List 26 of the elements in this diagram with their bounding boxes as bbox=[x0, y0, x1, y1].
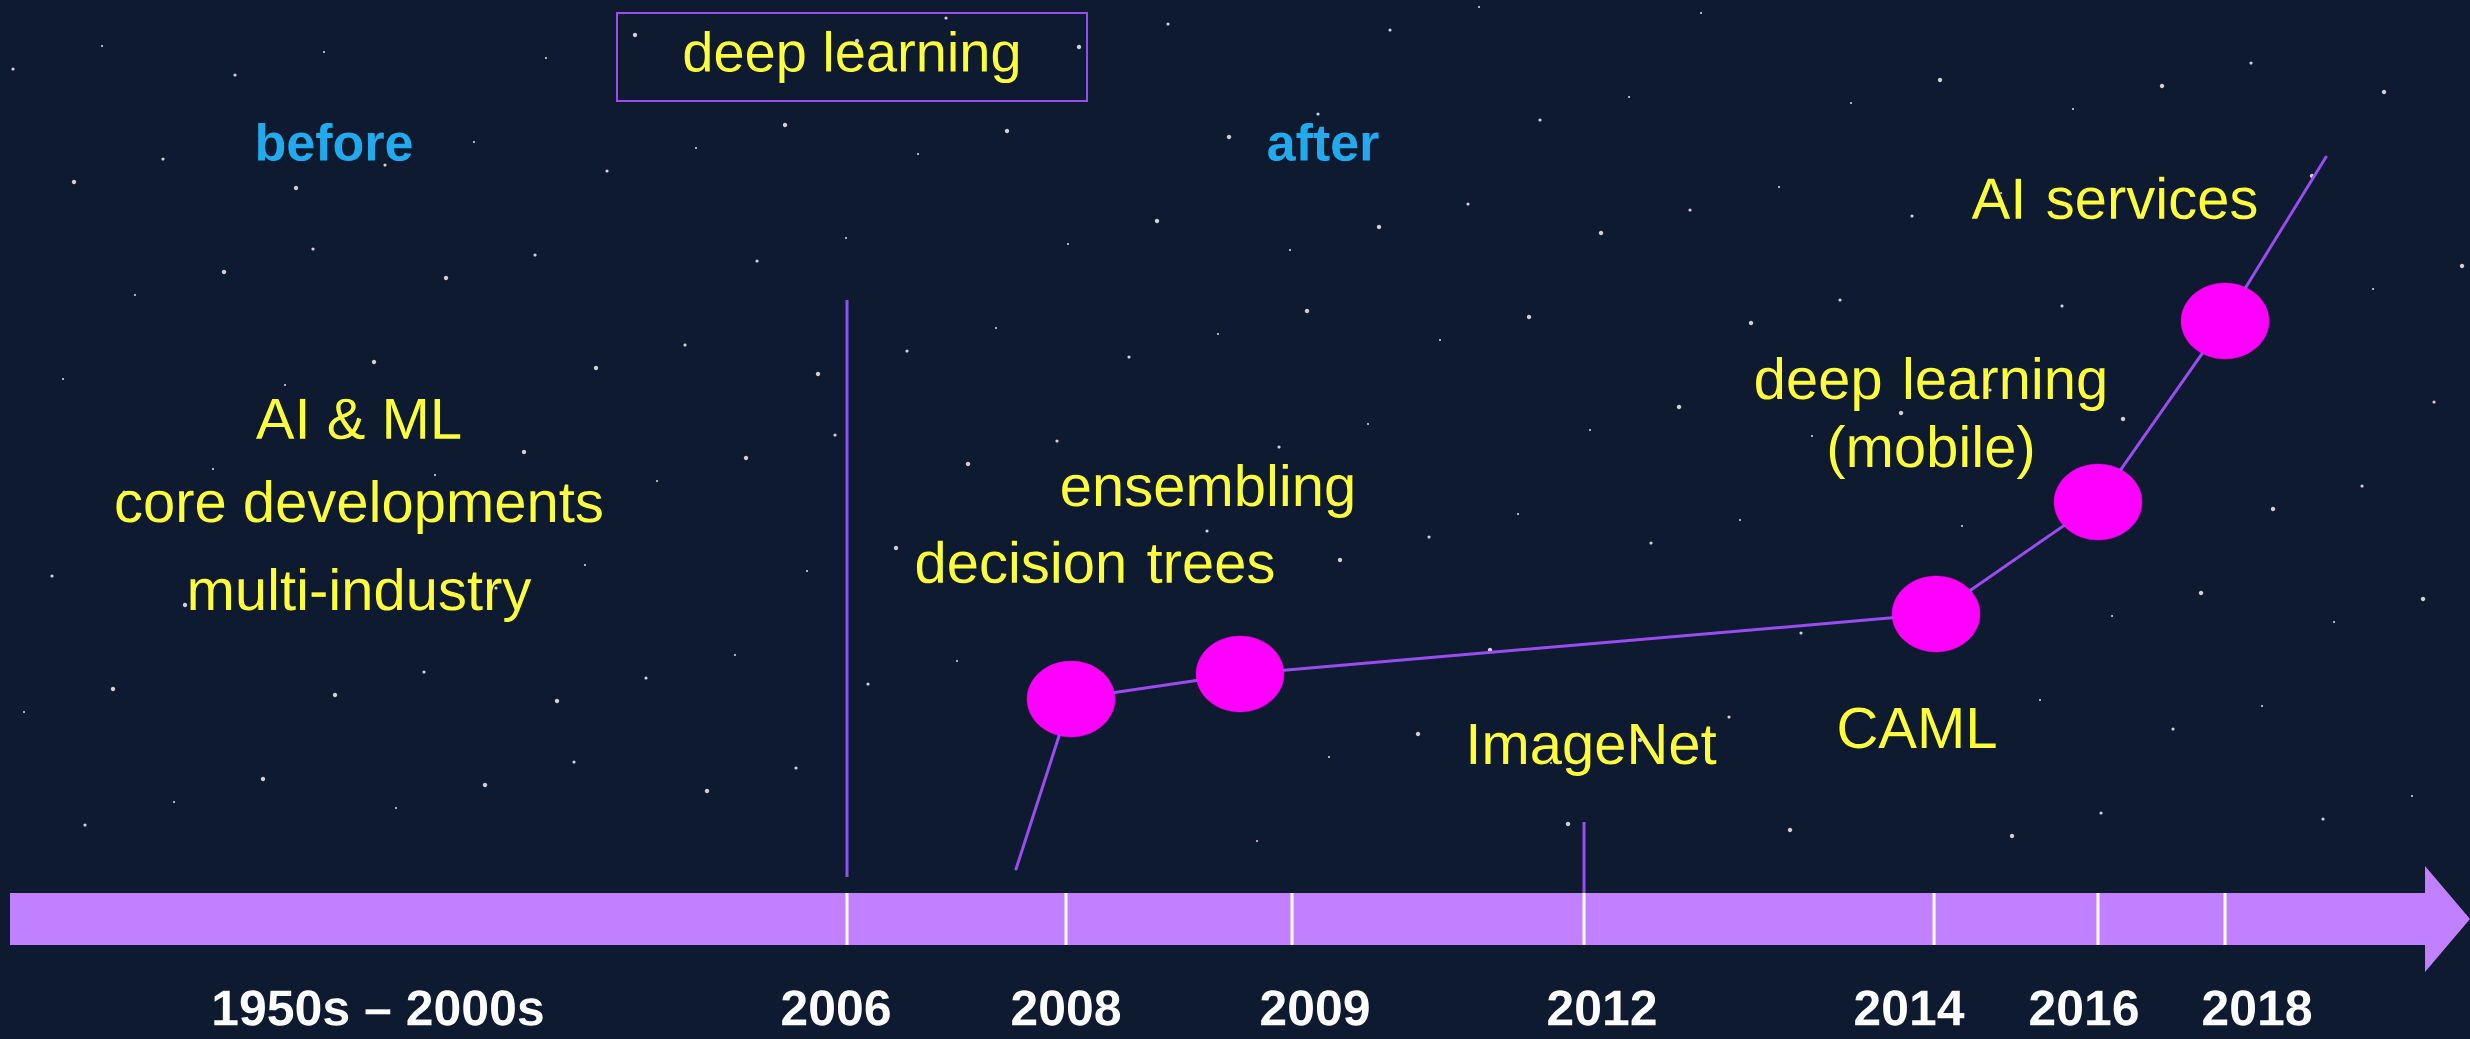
annotation-text: multi-industry bbox=[190, 567, 532, 623]
trend-line bbox=[1014, 734, 1061, 871]
year-label: 2012 bbox=[1548, 990, 1656, 1026]
year-label: 2009 bbox=[1261, 990, 1369, 1026]
milestone-label: deep learning (mobile) bbox=[1756, 357, 2105, 480]
trend-line bbox=[1282, 616, 1894, 672]
year-label: 2016 bbox=[2030, 990, 2138, 1026]
trend-line bbox=[2119, 352, 2204, 471]
year-label: 2006 bbox=[782, 990, 890, 1026]
annotation-text: core developments bbox=[116, 479, 602, 535]
annotation-text: ImageNet bbox=[1470, 724, 1717, 776]
section-heading: before bbox=[258, 122, 412, 162]
milestone-label: decision trees bbox=[916, 540, 1274, 584]
year-label: 1950s – 2000s bbox=[214, 990, 543, 1026]
trend-line bbox=[1113, 678, 1198, 695]
section-heading: after bbox=[1268, 122, 1379, 162]
year-label: 2014 bbox=[1855, 990, 1965, 1026]
year-label: 2008 bbox=[1012, 990, 1121, 1026]
year-label: 2018 bbox=[2203, 990, 2312, 1026]
trend-line bbox=[1969, 524, 2065, 592]
milestone-label: AI services bbox=[1971, 176, 2257, 220]
title-box: deep learning bbox=[616, 12, 1088, 102]
annotation-text: AI & ML bbox=[255, 398, 461, 440]
milestone-label: ensembling bbox=[1062, 463, 1353, 519]
trend-line bbox=[2244, 155, 2328, 289]
milestone-label: CAML bbox=[1839, 707, 1996, 749]
